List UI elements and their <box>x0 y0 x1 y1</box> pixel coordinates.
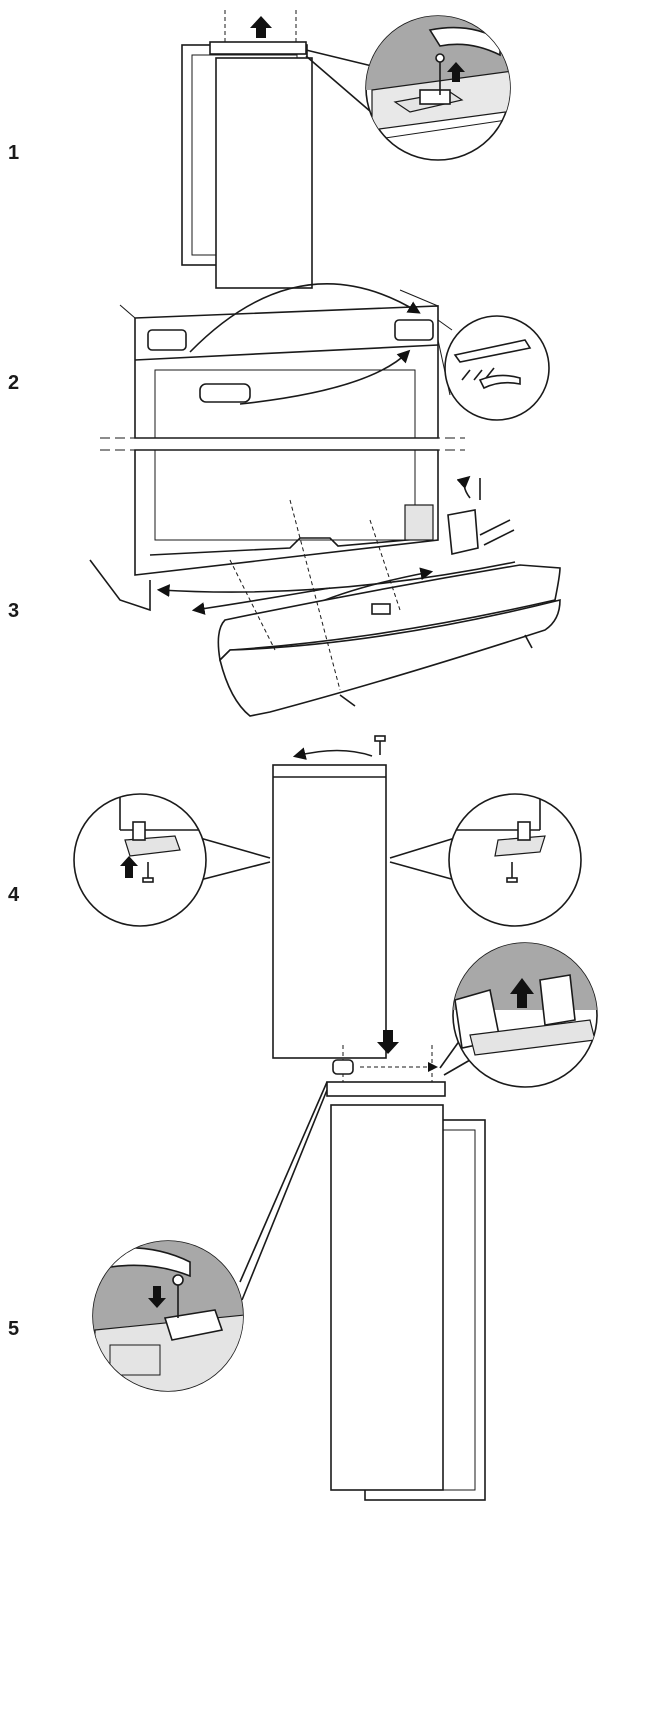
down-arrow-icon <box>377 1030 399 1054</box>
left-up-arrow-icon <box>120 856 138 878</box>
screw-down-arrow-icon <box>148 1286 166 1308</box>
cabinet-lower-panel <box>134 449 439 576</box>
step-4-illustration <box>73 735 582 1059</box>
door-panel <box>215 57 313 289</box>
left-hinge-detail-circle <box>73 793 207 927</box>
door-panel-rotated <box>272 764 387 1059</box>
step-1-illustration <box>181 10 511 289</box>
top-hinge-cover-5 <box>326 1081 446 1097</box>
step-number-4: 4 <box>8 884 20 906</box>
handle-slot <box>199 383 251 403</box>
screw-up-arrow-icon <box>447 62 465 82</box>
right-arrow-icon <box>428 1062 438 1072</box>
step-number-1: 1 <box>8 142 20 164</box>
cabinet-top-panel <box>134 305 439 439</box>
hinge-cover <box>209 41 307 55</box>
step-number-2: 2 <box>8 372 20 394</box>
door-panel-5 <box>330 1104 444 1491</box>
handle-detail-circle <box>444 315 550 421</box>
up-arrow-icon <box>250 16 272 38</box>
plinth-front <box>219 598 561 717</box>
step-number-5: 5 <box>8 1318 20 1340</box>
hinge-up-arrow-icon <box>510 978 534 1008</box>
step-number-3: 3 <box>8 600 20 622</box>
right-hinge-detail-circle <box>448 793 582 927</box>
step-2-3-illustration <box>89 283 561 717</box>
